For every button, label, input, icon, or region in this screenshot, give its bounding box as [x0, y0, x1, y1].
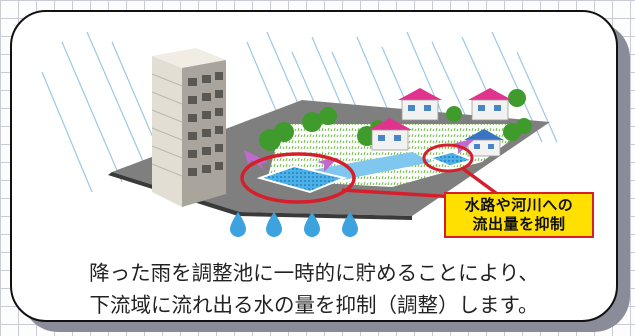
runoff-illustration: [41, 31, 558, 237]
retention-pond-icon: [256, 151, 475, 194]
caption-line-1: 降った雨を調整池に一時的に貯めることにより、: [89, 261, 539, 285]
caption-line-2: 下流域に流れ出る水の量を抑制（調整）します。: [89, 293, 539, 317]
house-icon: [368, 88, 512, 157]
pond-highlight-ring: [240, 152, 356, 204]
callout-line-1: 水路や河川への: [464, 196, 574, 214]
water-drop-icon: [230, 212, 358, 237]
callout-line-2: 流出量を抑制: [472, 215, 566, 233]
illustration-card: 水路や河川への 流出量を抑制 降った雨を調整池に一時的に貯めることにより、 下流…: [10, 10, 618, 322]
runoff-callout: 水路や河川への 流出量を抑制: [444, 192, 594, 238]
pond-highlight-ring: [422, 143, 474, 173]
water-channel: [312, 152, 432, 182]
apartment-building-icon: [151, 48, 226, 207]
